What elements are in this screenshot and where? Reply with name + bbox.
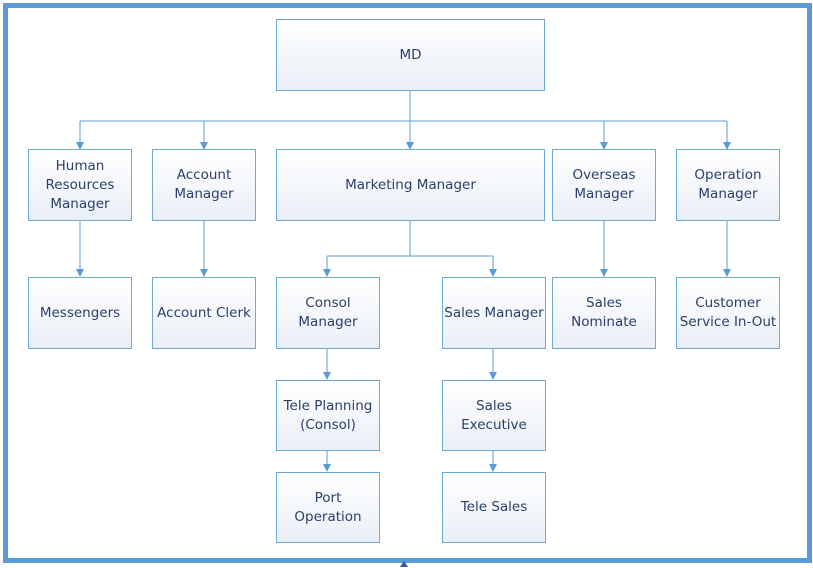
node-account-manager: Account Manager bbox=[152, 149, 256, 221]
caret-up-icon bbox=[400, 561, 408, 567]
node-consol-manager: Consol Manager bbox=[276, 277, 380, 349]
node-sales-manager: Sales Manager bbox=[442, 277, 546, 349]
node-marketing-manager: Marketing Manager bbox=[276, 149, 545, 221]
node-customer-service: Customer Service In-Out bbox=[676, 277, 780, 349]
node-account-clerk: Account Clerk bbox=[152, 277, 256, 349]
node-messengers: Messengers bbox=[28, 277, 132, 349]
node-operation-manager: Operation Manager bbox=[676, 149, 780, 221]
node-port-operation: Port Operation bbox=[276, 472, 380, 543]
node-sales-executive: Sales Executive bbox=[442, 380, 546, 451]
node-tele-sales: Tele Sales bbox=[442, 472, 546, 543]
diagram-frame bbox=[3, 3, 812, 563]
node-tele-planning: Tele Planning (Consol) bbox=[276, 380, 380, 451]
node-md: MD bbox=[276, 19, 545, 91]
node-sales-nominate: Sales Nominate bbox=[552, 277, 656, 349]
node-overseas-manager: Overseas Manager bbox=[552, 149, 656, 221]
node-hr-manager: Human Resources Manager bbox=[28, 149, 132, 221]
